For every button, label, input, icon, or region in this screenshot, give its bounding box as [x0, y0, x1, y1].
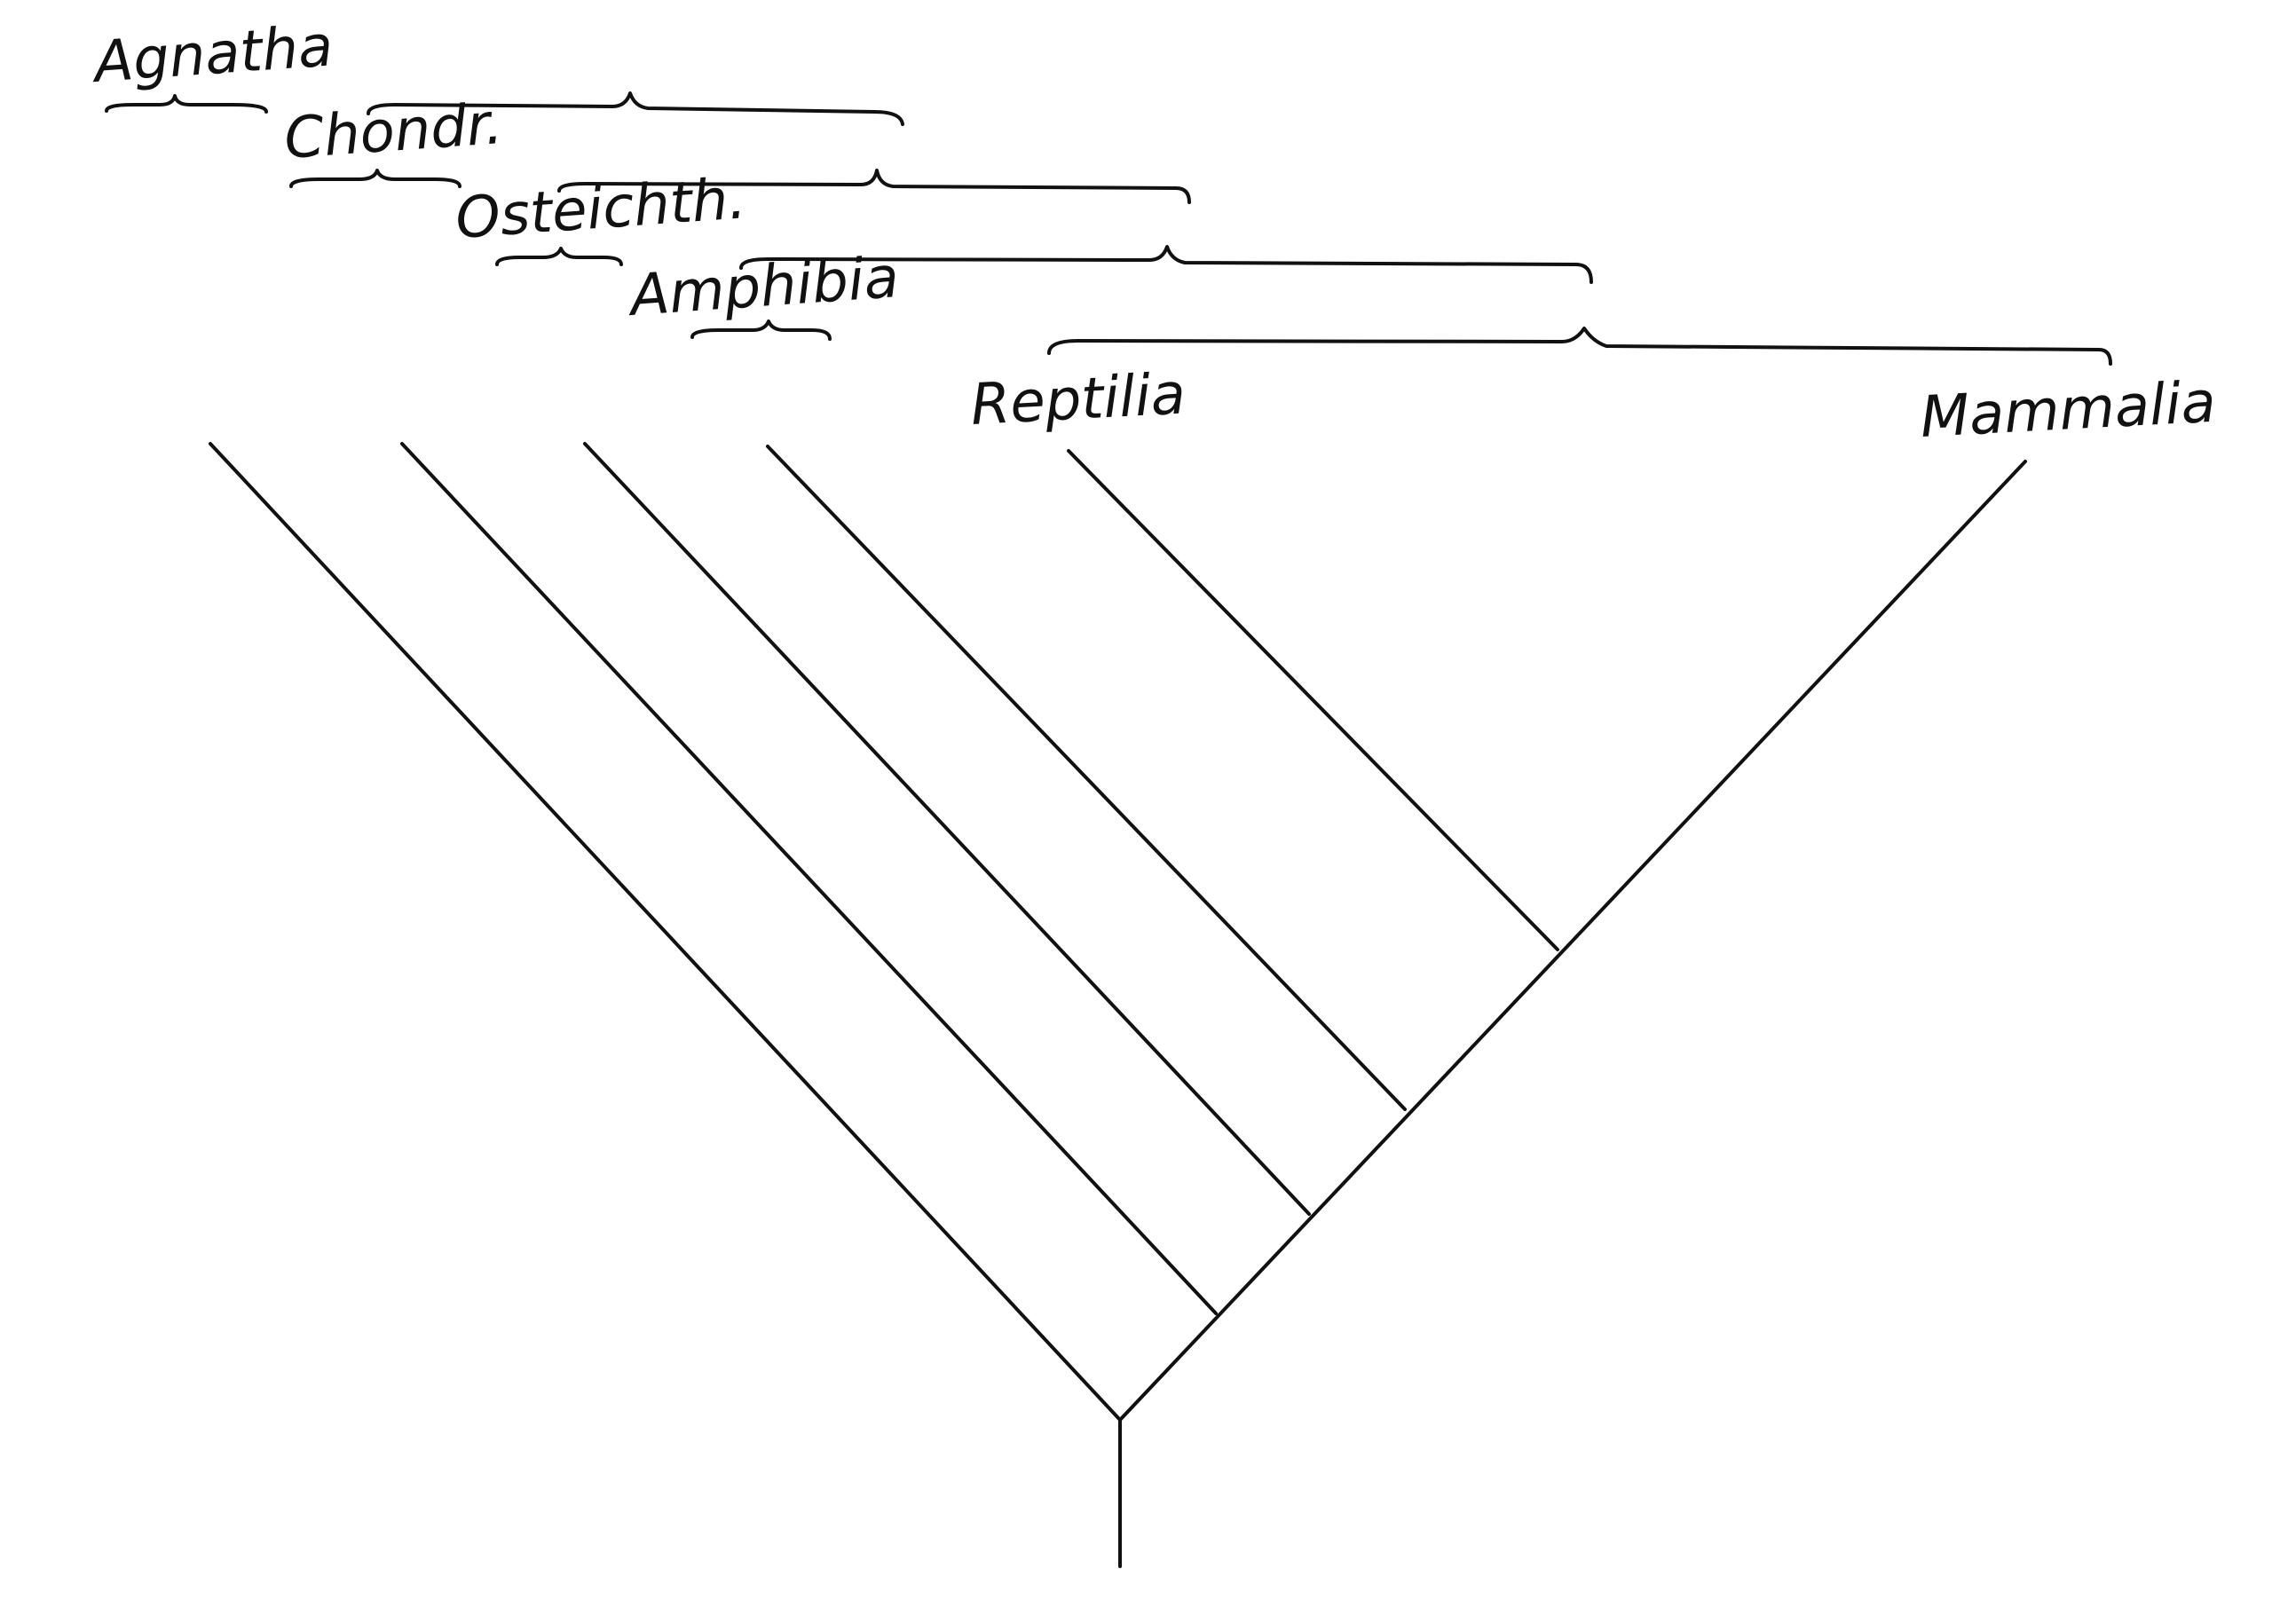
brace-amphibia — [690, 319, 832, 341]
label-reptilia: Reptilia — [969, 361, 1187, 438]
branch-amphibia — [766, 445, 1407, 1111]
label-chondr: Chondr. — [282, 91, 505, 172]
brace-osteichth — [495, 247, 623, 266]
brace-osteichth-to-mammalia — [557, 169, 1191, 204]
label-mammalia: Mammalia — [1919, 370, 2218, 451]
brace-chondr — [289, 169, 462, 188]
label-osteichth: Osteichth. — [454, 166, 748, 252]
branch-reptilia — [1067, 449, 1559, 951]
branch-osteichth — [583, 442, 1311, 1216]
main-spine — [1118, 460, 2027, 1422]
label-amphibia: Amphibia — [625, 245, 901, 329]
brace-agnatha — [105, 94, 268, 114]
brace-amphibia-to-mammalia — [739, 245, 1593, 284]
brace-chondr-to-mammalia — [367, 91, 904, 126]
label-agnatha: Agnatha — [89, 13, 335, 96]
brace-reptilia-mammalia — [1047, 327, 2112, 366]
branch-agnatha — [209, 442, 1122, 1422]
branch-chondr — [400, 442, 1218, 1315]
